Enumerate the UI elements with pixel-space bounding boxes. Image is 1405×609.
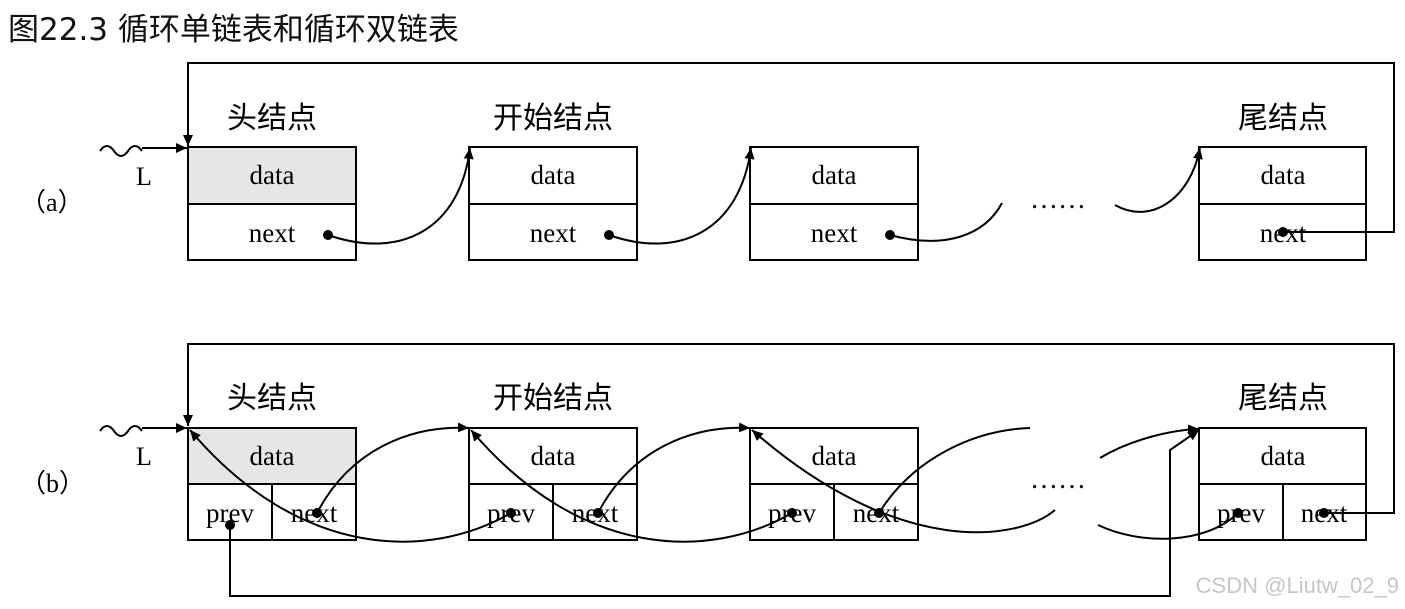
next-pointers (183, 343, 1395, 518)
next-label: next (530, 218, 577, 248)
data-cell (468, 146, 638, 205)
pointer-l-wavy-line (99, 425, 143, 437)
data-label: data (812, 160, 857, 190)
pointer-l-wavy-line (99, 145, 143, 157)
pointer-l-label: L (136, 162, 152, 191)
node-caption: 尾结点 (1238, 101, 1328, 136)
next-label: next (249, 218, 296, 248)
figure-title: 图22.3 循环单链表和循环双链表 (8, 12, 459, 48)
next-pointers (183, 62, 1395, 245)
next-cell (749, 203, 919, 261)
data-cell (749, 427, 919, 485)
ellipsis: …… (1030, 184, 1086, 215)
data-label: data (250, 441, 295, 471)
next-cell (833, 483, 919, 541)
data-label: data (250, 160, 295, 190)
next-cell (187, 203, 357, 261)
next-cell (552, 483, 638, 541)
diagram-a: （a） L 头结点 data next 开始结点 data next data … (20, 62, 1395, 261)
diagram-a-label: （a） (20, 188, 84, 217)
watermark: CSDN @Liutw_02_9 (1195, 573, 1399, 598)
diagram-b: （b） L 头结点 data prev next 开始结点 data prev … (20, 343, 1395, 597)
data-cell (1198, 146, 1367, 205)
prev-pointers (189, 429, 1243, 597)
node-caption: 头结点 (227, 101, 317, 136)
data-label: data (1261, 160, 1306, 190)
next-label: next (811, 218, 858, 248)
data-label: data (531, 160, 576, 190)
node-tail: 尾结点 data prev next (1198, 381, 1367, 541)
data-label: data (531, 441, 576, 471)
node-caption: 开始结点 (493, 381, 613, 416)
node-start: 开始结点 data next (468, 101, 638, 261)
next-cell (271, 483, 357, 541)
node-head: 头结点 data prev next (187, 381, 357, 541)
next-cell (468, 203, 638, 261)
node-caption: 尾结点 (1238, 381, 1328, 416)
diagram-b-label: （b） (20, 469, 85, 498)
ellipsis: …… (1030, 464, 1086, 495)
node-middle: data prev next (749, 427, 919, 541)
node-middle: data next (749, 146, 919, 261)
data-cell (749, 146, 919, 205)
data-cell (187, 427, 357, 485)
node-caption: 头结点 (227, 381, 317, 416)
node-caption: 开始结点 (493, 101, 613, 136)
data-label: data (1261, 441, 1306, 471)
data-label: data (812, 441, 857, 471)
node-start: 开始结点 data prev next (468, 381, 638, 541)
pointer-l-label: L (136, 442, 152, 471)
node-head: 头结点 data next (187, 101, 357, 261)
